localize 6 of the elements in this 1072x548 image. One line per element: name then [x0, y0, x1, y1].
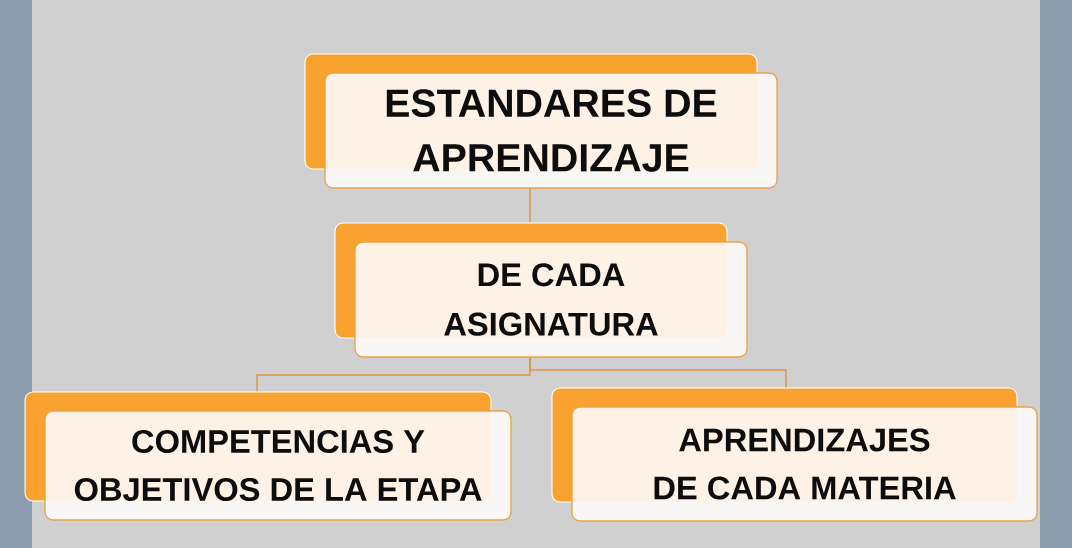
org-chart-box: COMPETENCIAS Y OBJETIVOS DE LA ETAPA — [24, 391, 512, 521]
org-chart-box: ESTANDARES DE APRENDIZAJE — [304, 53, 778, 189]
org-chart-box: DE CADA ASIGNATURA — [334, 222, 748, 358]
connector-line — [529, 356, 787, 389]
connector-line — [529, 187, 531, 224]
org-chart-box: APRENDIZAJES DE CADA MATERIA — [551, 387, 1038, 522]
